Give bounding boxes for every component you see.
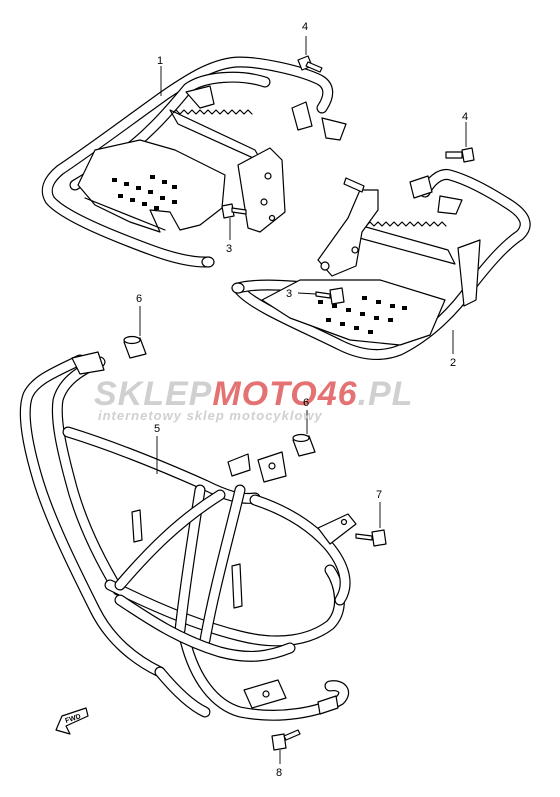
watermark-brand-part4: .PL — [358, 375, 414, 413]
bolt-7 — [355, 502, 387, 547]
callouts: 1 2 3 3 4 4 5 6 6 7 8 — [136, 21, 468, 779]
callout-2: 2 — [450, 357, 456, 369]
callout-3-right: 3 — [286, 288, 292, 300]
watermark: SKLEPMOTO46.PL internetowy sklep motocyk… — [94, 375, 413, 423]
grommet-6-upper — [123, 306, 147, 359]
left-footrest — [41, 56, 347, 268]
bolt-3-left — [221, 203, 247, 240]
bolt-8 — [271, 729, 301, 764]
watermark-tagline: internetowy sklep motocyklowy — [98, 408, 323, 423]
right-footrest — [231, 169, 531, 360]
svg-text:SKLEPMOTO46.PL: SKLEPMOTO46.PL — [94, 375, 413, 413]
callout-4-right: 4 — [462, 111, 468, 123]
callout-1: 1 — [157, 55, 163, 67]
watermark-brand-part2: MOTO — [212, 375, 317, 413]
callout-5: 5 — [154, 423, 160, 435]
front-bumper — [19, 351, 357, 721]
callout-6-lower: 6 — [303, 397, 309, 409]
watermark-brand-part1: SKLEP — [94, 375, 212, 413]
callout-4-top: 4 — [302, 21, 308, 33]
watermark-brand-part3: 46 — [317, 375, 358, 413]
bolt-4-right — [445, 122, 475, 163]
callout-7: 7 — [376, 489, 382, 501]
bolt-3-right — [297, 287, 345, 305]
fwd-label: FWD — [64, 713, 81, 725]
fwd-arrow-icon: FWD — [55, 707, 89, 735]
callout-8: 8 — [276, 767, 282, 779]
bolt-4-top — [297, 36, 323, 73]
callout-3-left: 3 — [226, 243, 232, 255]
grommet-6-lower — [292, 410, 316, 457]
callout-6-upper: 6 — [136, 293, 142, 305]
